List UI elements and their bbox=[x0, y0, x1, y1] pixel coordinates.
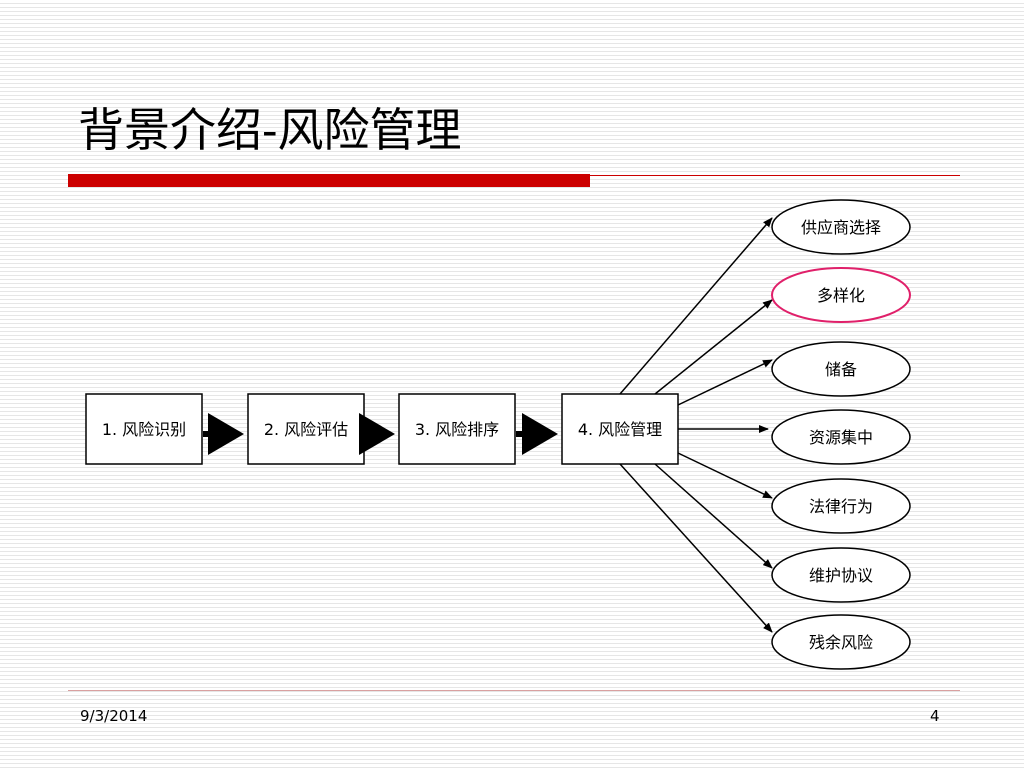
strategy-label-4: 资源集中 bbox=[809, 428, 873, 447]
strategy-ellipse-3 bbox=[771, 341, 911, 397]
step-label-2: 2. 风险评估 bbox=[264, 420, 348, 439]
strategy-ellipse-4 bbox=[771, 409, 911, 465]
fan-arrow-3 bbox=[677, 359, 773, 406]
step-label-3: 3. 风险排序 bbox=[415, 420, 499, 439]
title-underline-thick bbox=[68, 174, 590, 187]
step-label-1: 1. 风险识别 bbox=[102, 420, 186, 439]
strategy-label-5: 法律行为 bbox=[809, 497, 873, 516]
strategy-ellipse-6 bbox=[771, 547, 911, 603]
strategy-label-2: 多样化 bbox=[817, 286, 865, 305]
strategy-label-6: 维护协议 bbox=[809, 566, 873, 585]
strategy-ellipse-2 bbox=[771, 267, 911, 323]
fan-arrow-5 bbox=[677, 452, 773, 499]
strategy-label-3: 储备 bbox=[825, 360, 857, 379]
strategy-ellipse-7 bbox=[771, 614, 911, 670]
strategy-label-1: 供应商选择 bbox=[801, 218, 881, 237]
title-underline-thin bbox=[590, 175, 960, 176]
fan-arrow-2 bbox=[654, 299, 773, 395]
fan-arrow-1 bbox=[619, 217, 773, 395]
strategy-ellipse-5 bbox=[771, 478, 911, 534]
step-box-1 bbox=[85, 393, 203, 465]
footer-divider bbox=[68, 690, 960, 691]
step-box-2 bbox=[247, 393, 365, 465]
fan-arrow-7 bbox=[619, 463, 773, 633]
footer-page-number: 4 bbox=[930, 707, 940, 725]
strategy-ellipse-1 bbox=[771, 199, 911, 255]
footer-date: 9/3/2014 bbox=[80, 707, 148, 725]
slide-title: 背景介绍-风险管理 bbox=[78, 103, 462, 157]
step-label-4: 4. 风险管理 bbox=[578, 420, 662, 439]
step-box-3 bbox=[398, 393, 516, 465]
fan-arrow-6 bbox=[654, 463, 773, 569]
strategy-label-7: 残余风险 bbox=[809, 633, 873, 652]
